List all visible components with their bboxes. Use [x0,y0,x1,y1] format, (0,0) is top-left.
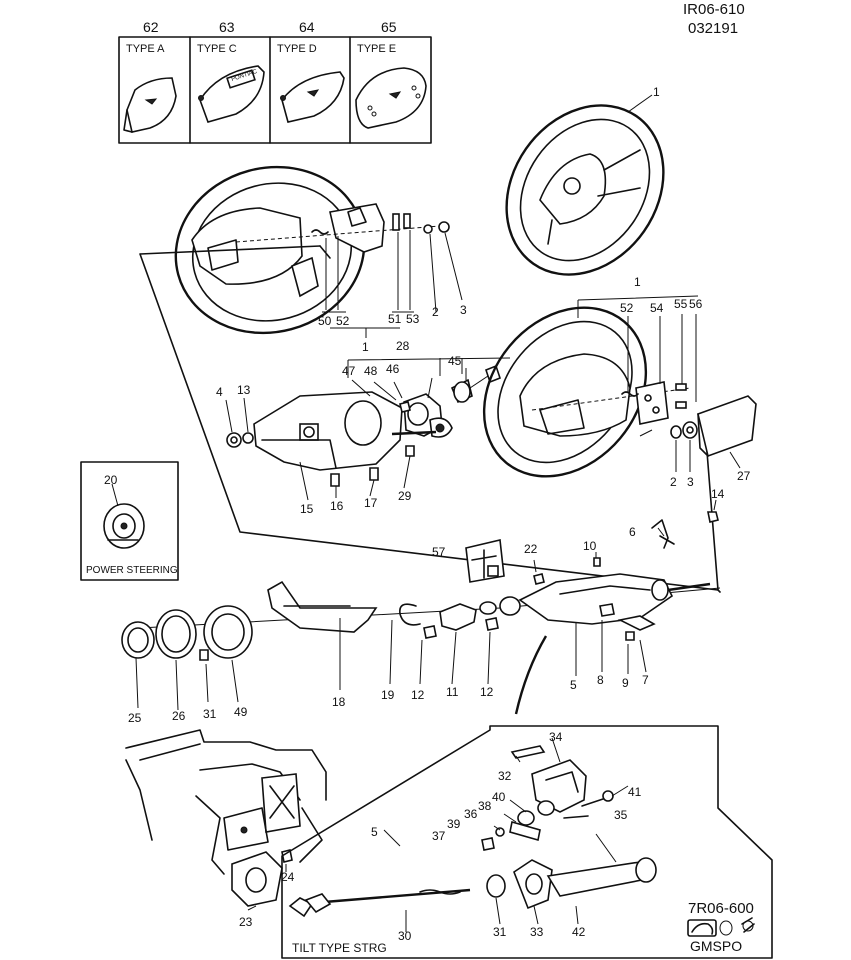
callout-49: 49 [234,705,248,719]
type-a-label: TYPE A [126,43,165,55]
callout-56: 56 [689,297,703,311]
callout-5: 5 [570,678,577,692]
callout-27: 27 [737,469,751,483]
callout-28: 28 [396,339,410,353]
callout-40: 40 [492,790,506,804]
callout-13: 13 [237,383,251,397]
figure-date-top: 032191 [688,20,739,37]
callout-57: 57 [432,545,446,559]
callout-10: 10 [583,539,597,553]
callout-8: 8 [597,673,604,687]
type-e-label: TYPE E [357,43,397,55]
callout-26: 26 [172,709,186,723]
callout-54: 54 [650,301,664,315]
callout-9: 9 [622,676,629,690]
callout-36: 36 [464,807,478,821]
callout-14: 14 [711,487,725,501]
callout-52: 52 [336,314,350,328]
callout-53: 53 [406,312,420,326]
callout-46: 46 [386,362,400,376]
callout-48: 48 [364,364,378,378]
callout-19: 19 [381,688,395,702]
horn-pad-type-c [198,65,265,123]
callout-5-tilt: 5 [371,825,378,839]
steering-wheel-upper-left [174,165,463,338]
horn-pad-type-boxes [118,36,432,144]
gmspo-logo [687,917,755,937]
type-c-label: TYPE C [197,43,237,55]
callout-1-center: 1 [362,340,369,354]
power-steering-box [80,461,179,581]
callout-32: 32 [498,769,512,783]
callout-55: 55 [674,297,688,311]
type-e-number: 65 [381,19,397,35]
callout-35: 35 [614,808,628,822]
callout-47: 47 [342,364,356,378]
callout-42: 42 [572,925,586,939]
callout-25: 25 [128,711,142,725]
callout-15: 15 [300,502,314,516]
callout-2-mid: 2 [670,475,677,489]
callout-23: 23 [239,915,253,929]
callout-6: 6 [629,525,636,539]
callout-39: 39 [447,817,461,831]
horn-pad-type-a [123,77,177,133]
callout-52-mid: 52 [620,301,634,315]
figure-code-bottom: 7R06-600 [688,900,754,917]
horn-pad-type-d [280,71,345,123]
callout-7: 7 [642,673,649,687]
callout-38: 38 [478,799,492,813]
tilt-type-label: TILT TYPE STRG [292,941,387,955]
column-housing-assembly [225,357,511,501]
callout-17: 17 [364,496,378,510]
type-d-number: 64 [299,19,315,35]
vehicle-dash-mount [125,729,327,911]
callout-34: 34 [549,730,563,744]
callout-45: 45 [448,354,462,368]
power-steering-label: POWER STEERING [86,565,178,576]
callout-1: 1 [653,85,660,99]
callout-33: 33 [530,925,544,939]
callout-51: 51 [388,312,402,326]
callout-11: 11 [446,685,459,699]
type-c-number: 63 [219,19,235,35]
callout-31-top: 31 [203,707,217,721]
callout-31-tilt: 31 [493,925,507,939]
steering-column-parts [121,499,721,715]
callout-18: 18 [332,695,346,709]
horn-pad-type-e [355,67,427,129]
callout-12-left: 12 [411,688,425,702]
callout-50: 50 [318,314,332,328]
gmspo-logo-text: GMSPO [690,938,743,954]
tilt-type-box [281,725,773,959]
callout-29: 29 [398,489,412,503]
callout-41: 41 [628,785,642,799]
type-a-number: 62 [143,19,159,35]
callout-1-mid: 1 [634,275,641,289]
callout-2: 2 [432,305,439,319]
callout-4: 4 [216,385,223,399]
callout-3: 3 [460,303,467,317]
type-d-label: TYPE D [277,43,317,55]
callout-37: 37 [432,829,446,843]
callout-22: 22 [524,542,538,556]
callout-3-mid: 3 [687,475,694,489]
power-steering-number: 20 [104,473,118,487]
callout-30: 30 [398,929,412,943]
callout-16: 16 [330,499,344,513]
steering-wheel-upper-right [505,94,665,276]
callout-12-right: 12 [480,685,494,699]
steering-wheel-middle-right [482,295,757,478]
figure-code-top: IR06-610 [683,1,745,18]
callout-24: 24 [281,870,295,884]
